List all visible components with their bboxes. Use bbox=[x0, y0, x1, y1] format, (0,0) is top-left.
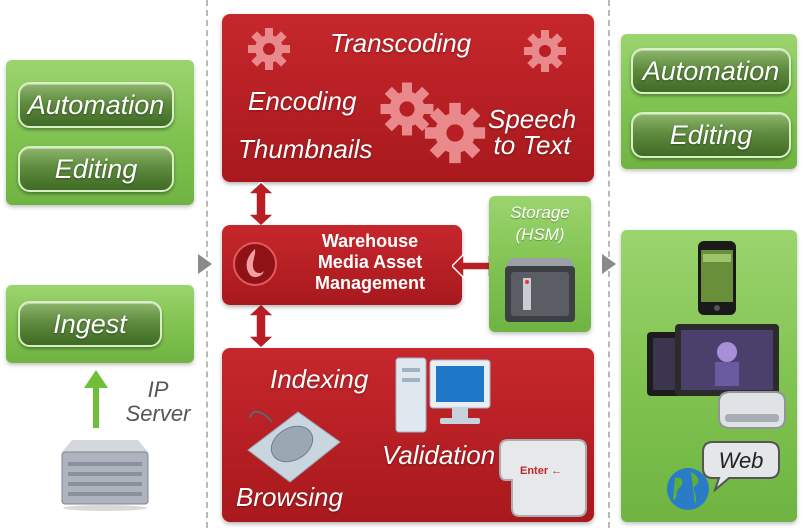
enter-key-icon: Enter ← bbox=[499, 439, 587, 517]
gear-icon bbox=[524, 30, 566, 72]
enter-key-text: Enter ← bbox=[520, 465, 562, 477]
transcoding-label: Transcoding bbox=[330, 28, 472, 58]
speech-to-text-label: Speech to Text bbox=[488, 104, 577, 160]
flow-arrow-left-icon bbox=[198, 254, 212, 274]
indexing-label: Indexing bbox=[270, 364, 369, 394]
web-label: Web bbox=[718, 448, 764, 473]
gear-icon bbox=[248, 28, 290, 70]
double-arrow-icon bbox=[248, 182, 274, 226]
automation-button[interactable]: Automation bbox=[18, 82, 174, 128]
distribution-panel: Web bbox=[621, 230, 797, 522]
left-tools-panel: Automation Editing bbox=[6, 60, 194, 205]
flow-arrow-right-icon bbox=[602, 254, 616, 274]
upload-arrow-icon bbox=[84, 370, 108, 428]
gear-icon bbox=[424, 102, 486, 164]
thumbnails-label: Thumbnails bbox=[238, 134, 373, 164]
globe-icon bbox=[667, 468, 709, 510]
storage-label: Storage (HSM) bbox=[510, 203, 570, 244]
server-icon bbox=[61, 440, 149, 511]
encoding-label: Encoding bbox=[248, 86, 357, 116]
warehouse-label: Warehouse Media Asset Management bbox=[314, 231, 426, 293]
operations-panel: Indexing Validation Browsing Enter ← bbox=[222, 348, 594, 522]
browsing-label: Browsing bbox=[236, 482, 343, 512]
ip-server-label: IP Server bbox=[125, 377, 191, 426]
smartphone-icon bbox=[698, 241, 736, 315]
warehouse-panel: Warehouse Media Asset Management bbox=[222, 225, 462, 305]
automation-button[interactable]: Automation bbox=[631, 48, 791, 94]
storage-drive-icon bbox=[505, 258, 575, 322]
right-tools-panel: Automation Editing bbox=[621, 34, 797, 169]
storage-panel: Storage (HSM) bbox=[489, 196, 591, 332]
media-drive-icon bbox=[718, 391, 786, 429]
processing-panel: Transcoding Encoding Thumbnails Speech t… bbox=[222, 14, 594, 182]
ingest-button[interactable]: Ingest bbox=[18, 301, 162, 347]
editing-button[interactable]: Editing bbox=[631, 112, 791, 158]
speech-bubble-icon bbox=[702, 441, 780, 492]
double-arrow-icon bbox=[452, 254, 500, 278]
double-arrow-icon bbox=[248, 304, 274, 348]
tv-screen-icon bbox=[647, 324, 779, 396]
editing-button[interactable]: Editing bbox=[18, 146, 174, 192]
computer-icon bbox=[395, 357, 491, 433]
warehouse-logo-icon bbox=[233, 242, 277, 286]
ingest-panel: Ingest bbox=[6, 285, 194, 363]
validation-label: Validation bbox=[382, 440, 496, 470]
mouse-icon bbox=[247, 410, 341, 483]
